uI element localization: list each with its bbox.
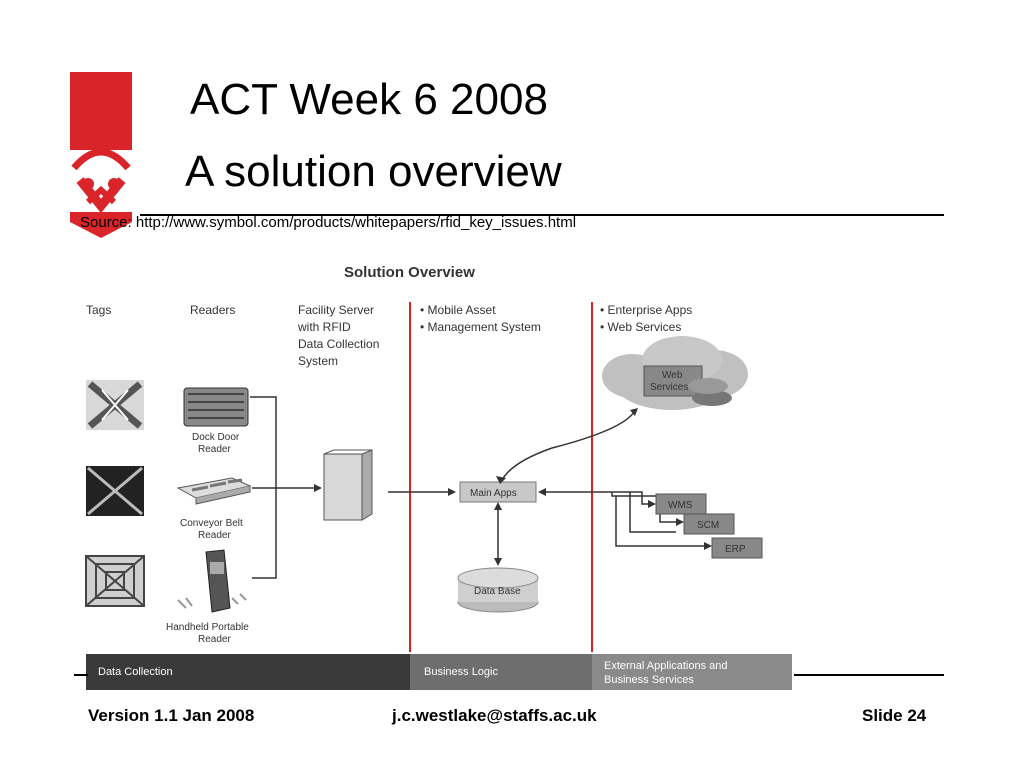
column-header-enterprise-1: • Enterprise Apps bbox=[600, 303, 692, 317]
band-data-collection bbox=[86, 654, 410, 690]
slide-title: ACT Week 6 2008 bbox=[190, 75, 548, 124]
column-header-facility-1: Facility Server bbox=[298, 303, 374, 317]
facility-server-icon bbox=[323, 449, 373, 521]
dock-door-reader-label-1: Dock Door bbox=[192, 432, 240, 443]
handheld-reader-label-2: Reader bbox=[198, 634, 231, 645]
conveyor-belt-reader-label-2: Reader bbox=[198, 530, 231, 541]
band-data-collection-label: Data Collection bbox=[98, 666, 173, 678]
diagram-heading: Solution Overview bbox=[344, 264, 475, 281]
column-header-enterprise-2: • Web Services bbox=[600, 320, 681, 334]
column-header-facility-2: with RFID bbox=[297, 320, 351, 334]
column-header-facility-4: System bbox=[298, 354, 338, 368]
footer-email: j.c.westlake@staffs.ac.uk bbox=[392, 706, 597, 725]
scm-box bbox=[683, 513, 735, 535]
band-external-label-1: External Applications and bbox=[604, 660, 728, 672]
handheld-reader-label-1: Handheld Portable bbox=[166, 622, 249, 633]
erp-box bbox=[711, 537, 763, 559]
web-services-cloud-icon bbox=[602, 336, 748, 410]
solution-overview-diagram: Solution Overview Tags Readers Facility … bbox=[85, 264, 792, 690]
tag-icon-3 bbox=[85, 555, 145, 607]
column-header-mobile-2: • Management System bbox=[420, 320, 541, 334]
database-label: Data Base bbox=[474, 586, 521, 597]
footer-slide-number: Slide 24 bbox=[862, 706, 927, 725]
title-rule bbox=[140, 214, 944, 216]
band-business-logic bbox=[410, 654, 592, 690]
wms-box bbox=[655, 493, 707, 515]
conveyor-belt-reader-icon bbox=[176, 477, 252, 505]
footer-version: Version 1.1 Jan 2008 bbox=[88, 706, 255, 725]
slide-subtitle: A solution overview bbox=[185, 147, 562, 196]
university-crest-icon bbox=[70, 72, 132, 238]
database-icon bbox=[457, 567, 539, 613]
scm-label: SCM bbox=[697, 520, 719, 531]
reader-links bbox=[250, 396, 314, 579]
web-services-label-1: Web bbox=[662, 370, 683, 381]
conveyor-belt-reader-label-1: Conveyor Belt bbox=[180, 518, 243, 529]
column-header-tags: Tags bbox=[86, 303, 111, 317]
web-services-label-2: Services bbox=[650, 382, 688, 393]
handheld-reader-icon bbox=[177, 549, 247, 613]
column-header-readers: Readers bbox=[190, 303, 235, 317]
footer-rule-left bbox=[74, 674, 88, 676]
footer-rule-right bbox=[794, 674, 944, 676]
main-apps-label: Main Apps bbox=[470, 488, 517, 499]
wms-label: WMS bbox=[668, 500, 693, 511]
band-external-label-2: Business Services bbox=[604, 674, 694, 686]
band-business-logic-label: Business Logic bbox=[424, 666, 498, 678]
column-header-facility-3: Data Collection bbox=[298, 337, 379, 351]
source-citation: Source: http://www.symbol.com/products/w… bbox=[80, 214, 577, 231]
column-header-mobile-1: • Mobile Asset bbox=[420, 303, 496, 317]
tag-icon-2 bbox=[86, 466, 144, 516]
erp-label: ERP bbox=[725, 544, 746, 555]
dock-door-reader-label-2: Reader bbox=[198, 444, 231, 455]
tag-icon-1 bbox=[86, 380, 144, 430]
band-external bbox=[592, 654, 792, 690]
dock-door-reader-icon bbox=[183, 387, 249, 427]
